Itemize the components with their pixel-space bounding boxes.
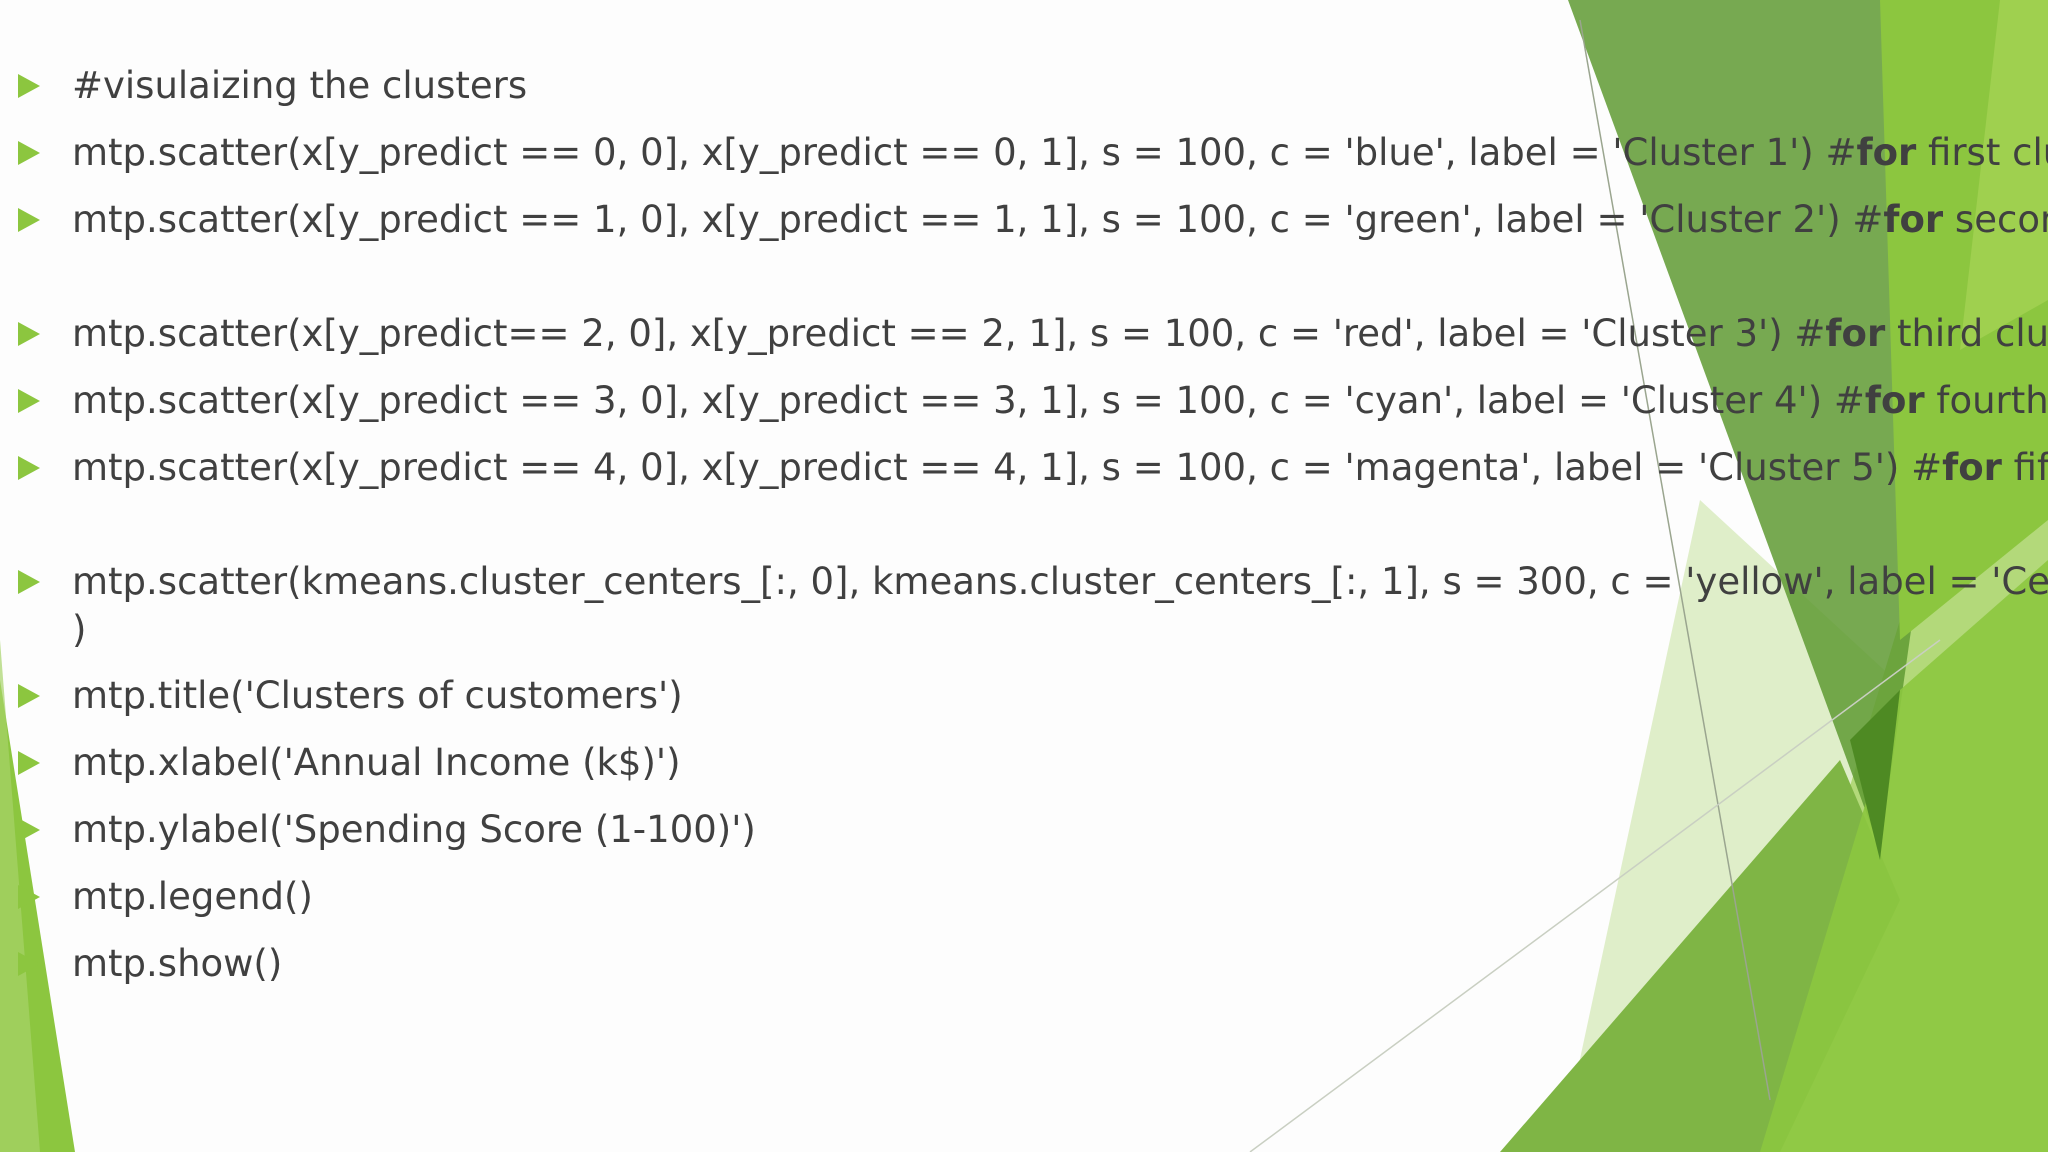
code-line: mtp.legend() — [72, 875, 313, 918]
code-line: #visulaizing the clusters — [72, 64, 528, 107]
code-line: mtp.title('Clusters of customers') — [72, 674, 683, 717]
triangle-bullet-icon — [18, 570, 40, 594]
triangle-bullet-icon — [18, 751, 40, 775]
triangle-bullet-icon — [18, 684, 40, 708]
code-line: mtp.show() — [72, 942, 283, 985]
triangle-bullet-icon — [18, 389, 40, 413]
code-line: mtp.scatter(x[y_predict == 0, 0], x[y_pr… — [72, 131, 2048, 174]
thin-line-1 — [1579, 19, 1771, 1101]
code-line: mtp.scatter(x[y_predict == 1, 0], x[y_pr… — [72, 198, 2048, 241]
triangle-bullet-icon — [18, 208, 40, 232]
thin-line-2 — [1249, 639, 1941, 1152]
code-line: mtp.scatter(x[y_predict== 2, 0], x[y_pre… — [72, 312, 2048, 355]
triangle-bullet-icon — [18, 322, 40, 346]
right-bright-shape-top — [1960, 0, 2048, 350]
triangle-bullet-icon — [18, 818, 40, 842]
code-line: mtp.ylabel('Spending Score (1-100)') — [72, 808, 756, 851]
triangle-bullet-icon — [18, 141, 40, 165]
right-lower-shape-3 — [1850, 690, 1900, 860]
right-lower-shape-2 — [1760, 560, 2048, 1152]
triangle-bullet-icon — [18, 885, 40, 909]
code-line: mtp.xlabel('Annual Income (k$)') — [72, 741, 681, 784]
code-line: mtp.scatter(kmeans.cluster_centers_[:, 0… — [72, 560, 2048, 603]
code-line: mtp.scatter(x[y_predict == 4, 0], x[y_pr… — [72, 446, 2048, 489]
triangle-bullet-icon — [18, 74, 40, 98]
triangle-bullet-icon — [18, 456, 40, 480]
code-line: mtp.scatter(x[y_predict == 3, 0], x[y_pr… — [72, 379, 2048, 422]
code-line-continuation: ) — [72, 608, 87, 651]
triangle-bullet-icon — [18, 952, 40, 976]
